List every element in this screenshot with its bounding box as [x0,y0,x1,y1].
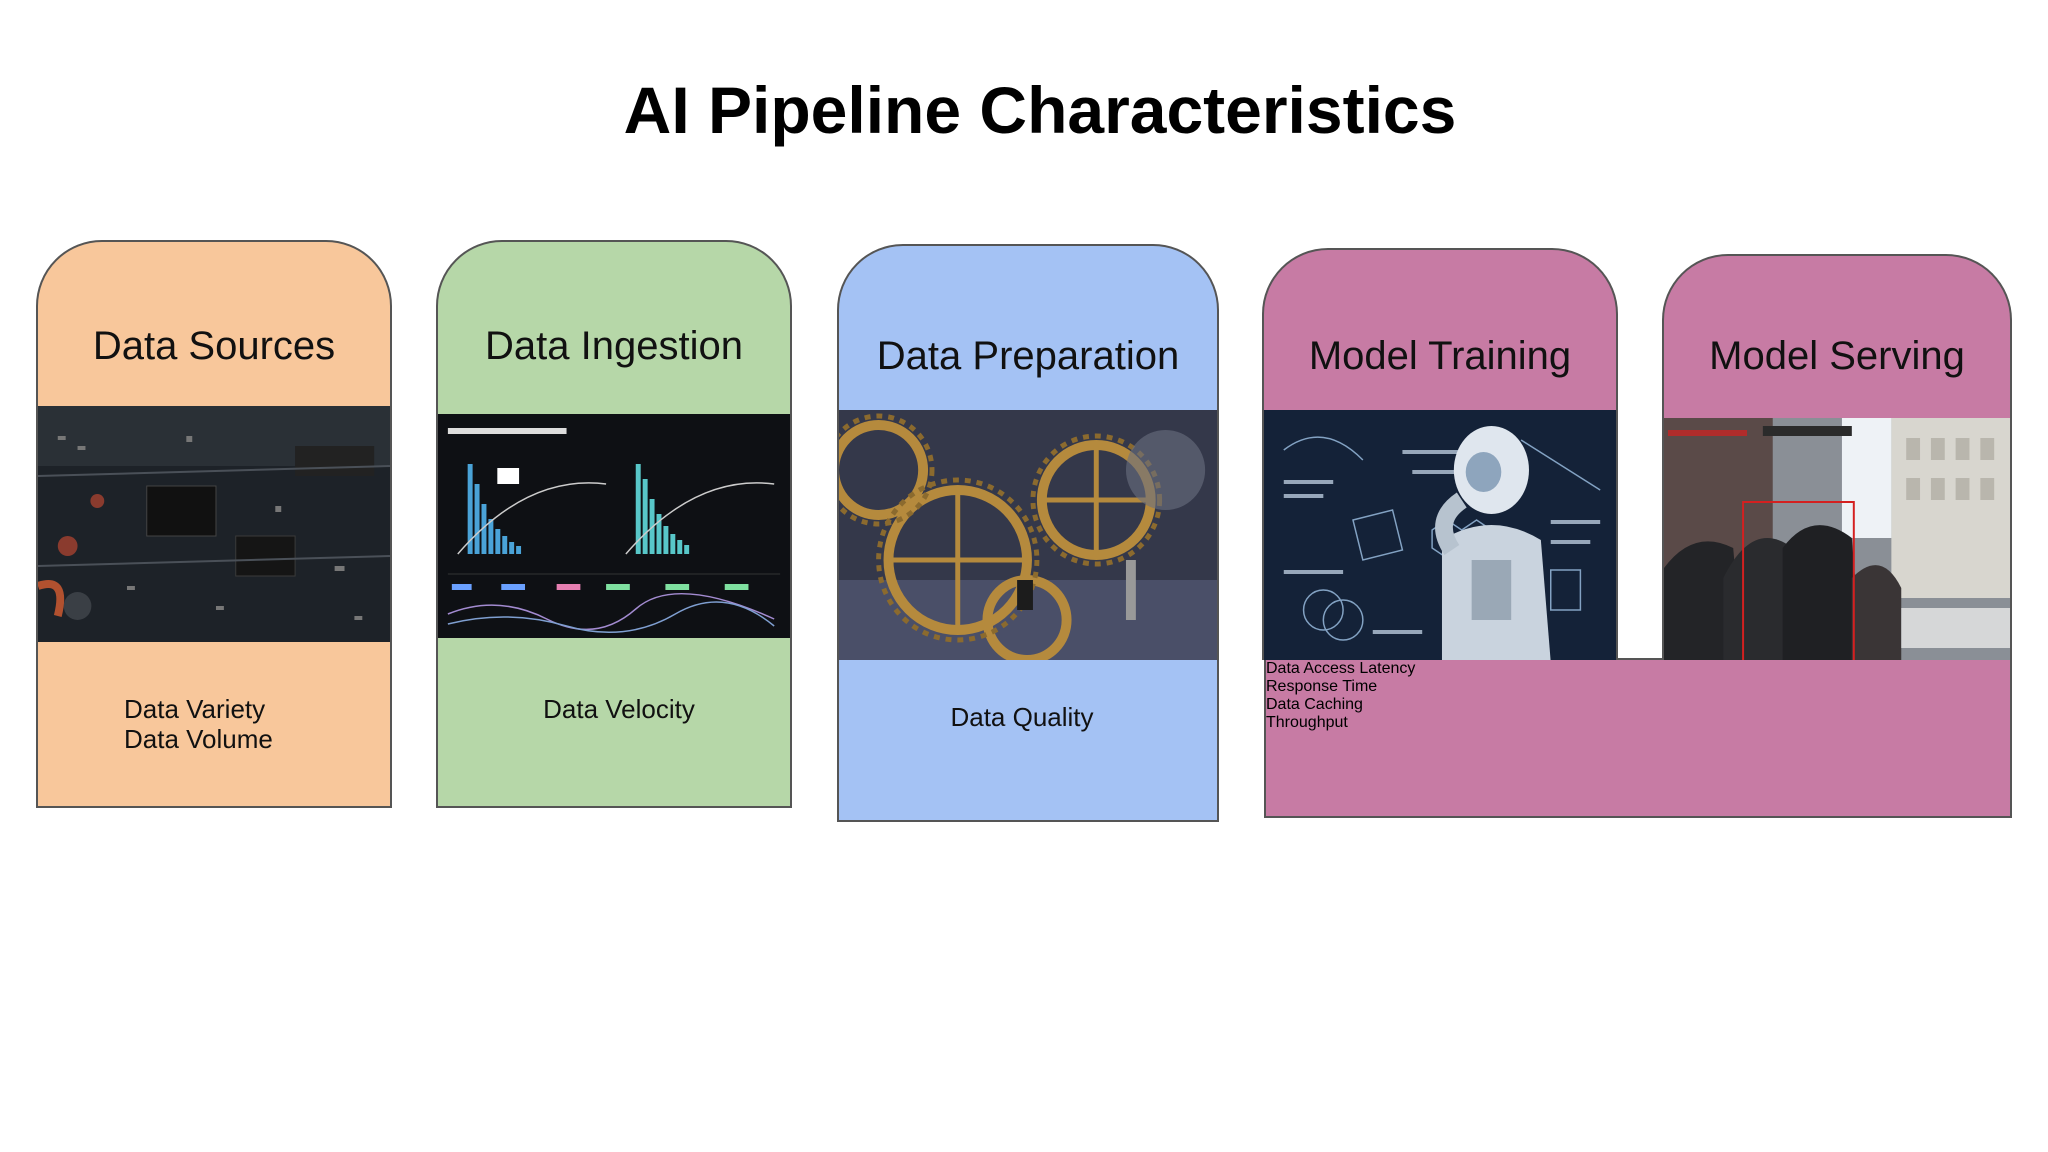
stage-notes: Data Variety Data Volume [124,694,273,754]
note-item: Data Access Latency [1266,660,1416,677]
note-item: Data Volume [124,724,273,754]
street-detection-photo [1664,418,2010,660]
note-item: Data Caching [1266,696,1363,713]
stage-card-data-sources: Data Sources Data Variety Data Volume [36,240,392,808]
stage-card-data-ingestion: Data Ingestion [436,240,792,808]
robot-thinking-photo [1264,410,1616,660]
note-item: Data Quality [950,702,1094,732]
note-item: Data Velocity [543,694,695,724]
stage-label: Data Ingestion [485,324,743,368]
stage-card-model-training: Model Training [1262,248,1618,660]
band-notes-left: Data Access Latency Response Time [1266,660,2010,696]
stage-card-data-preparation: Data Preparation Da [837,244,1219,822]
stage-label: Data Sources [92,324,336,368]
gears-photo [839,410,1217,660]
stage-card-model-serving: Model Serving [1662,254,2012,660]
note-item: Data Variety [124,694,266,724]
page-title: AI Pipeline Characteristics [623,73,1457,147]
shared-metrics-band: Data Access Latency Response Time Data C… [1264,658,2012,818]
analytics-dashboard-photo [438,414,790,638]
stage-label: Data Preparation [876,334,1180,378]
stage-notes: Data Quality [839,702,1217,732]
note-item: Response Time [1266,678,1378,695]
circuit-board-photo [38,406,390,642]
stage-notes: Data Velocity [438,694,790,724]
stage-label: Model Training [1308,334,1572,378]
band-notes-right: Data Caching Throughput [1266,696,2010,732]
stage-label: Model Serving [1709,334,1965,378]
note-item: Throughput [1266,714,1348,731]
